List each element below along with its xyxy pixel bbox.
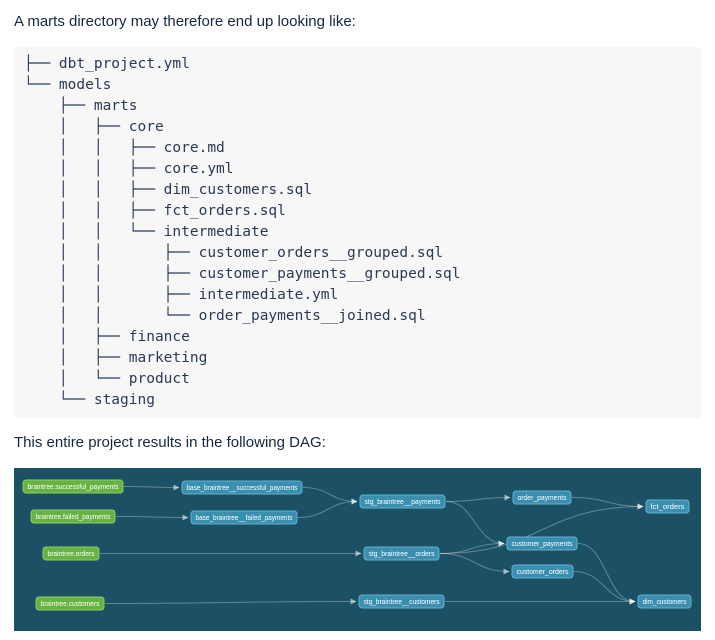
dag-node-base_braintree__failed_payments: base_braintree__failed_payments	[190, 510, 298, 524]
dag-canvas: braintree.successful_payments braintree.f…	[14, 467, 701, 631]
dag-edge	[104, 598, 357, 605]
dag-node-label: base_braintree__failed_payments	[196, 514, 293, 521]
dag-node-customer_payments: customer_payments	[506, 536, 578, 550]
dag-edge	[297, 498, 358, 518]
dag-edge	[577, 542, 636, 604]
dag-node-braintree.successful_payments: braintree.successful_payments	[22, 479, 124, 493]
dag-node-label: customer_orders	[517, 568, 569, 575]
dag-node-customer_orders: customer_orders	[511, 564, 574, 578]
dag-node-label: braintree.orders	[48, 550, 95, 557]
dag-edge	[571, 496, 644, 509]
dag-node-label: dim_customers	[643, 598, 687, 605]
dag-edge	[302, 486, 358, 504]
dag-node-label: order_payments	[518, 494, 567, 501]
dag-node-base_braintree__successful_payments: base_braintree__successful_payments	[181, 480, 303, 494]
dag-node-stg_braintree__customers: stg_braintree__customers	[358, 594, 445, 608]
dag-node-label: stg_braintree__payments	[365, 498, 441, 505]
dag-edge	[439, 503, 644, 554]
dag-node-label: braintree.customers	[41, 600, 100, 607]
dag-edge	[439, 552, 510, 574]
dag-node-label: braintree.failed_payments	[36, 513, 111, 520]
dag-node-braintree.customers: braintree.customers	[35, 596, 105, 610]
dag-node-label: customer_payments	[512, 540, 573, 547]
dag-node-braintree.failed_payments: braintree.failed_payments	[30, 509, 116, 523]
dag-node-stg_braintree__orders: stg_braintree__orders	[363, 546, 440, 560]
dag-node-dim_customers: dim_customers	[637, 594, 692, 608]
dag-edge	[123, 483, 180, 490]
dag-node-label: stg_braintree__orders	[369, 550, 435, 557]
dag-edge	[439, 540, 505, 554]
directory-tree-code-block: ├── dbt_project.yml └── models ├── marts…	[14, 46, 701, 418]
intro-paragraph: A marts directory may therefore end up l…	[14, 13, 356, 30]
dag-node-label: fct_orders	[651, 503, 686, 510]
dag-image[interactable]: braintree.successful_payments braintree.f…	[14, 467, 701, 631]
dag-node-braintree.orders: braintree.orders	[42, 546, 100, 560]
dag-node-label: stg_braintree__customers	[364, 598, 440, 605]
dag-node-fct_orders: fct_orders	[645, 499, 690, 513]
dag-intro-paragraph: This entire project results in the follo…	[14, 433, 326, 451]
dag-node-label: braintree.successful_payments	[28, 483, 119, 490]
dag-edge	[445, 500, 505, 546]
dag-edge	[445, 494, 511, 502]
dag-node-order_payments: order_payments	[512, 490, 572, 504]
dag-node-stg_braintree__payments: stg_braintree__payments	[359, 494, 446, 508]
dag-edge	[573, 570, 636, 604]
dag-edge	[115, 513, 189, 520]
dag-node-label: base_braintree__successful_payments	[187, 484, 298, 491]
